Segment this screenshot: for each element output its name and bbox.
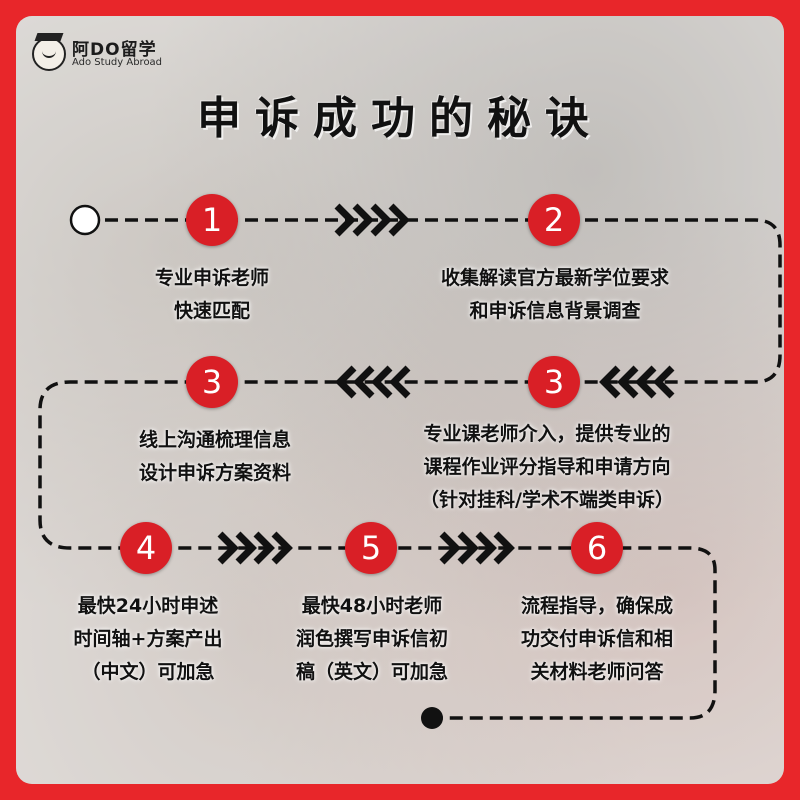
step-marker-6: 6 (571, 522, 623, 574)
step-marker-5: 5 (345, 522, 397, 574)
step-marker-3-right: 3 (528, 356, 580, 408)
step-marker-4: 4 (120, 522, 172, 574)
step-4-label: 最快24小时申述时间轴+方案产出（中文）可加急 (48, 590, 248, 689)
step-5-label: 最快48小时老师润色撰写申诉信初稿（英文）可加急 (272, 590, 472, 689)
step-marker-1: 1 (186, 194, 238, 246)
step-marker-2: 2 (528, 194, 580, 246)
step-marker-3-left: 3 (186, 356, 238, 408)
path-end-dot (421, 707, 443, 729)
chevrons-right-2 (220, 534, 288, 562)
step-3-left-label: 线上沟通梳理信息设计申诉方案资料 (100, 424, 330, 490)
step-1-label: 专业申诉老师快速匹配 (112, 262, 312, 328)
path-start-circle (71, 206, 99, 234)
step-2-label: 收集解读官方最新学位要求和申诉信息背景调查 (400, 262, 710, 328)
step-3-right-label: 专业课老师介入，提供专业的课程作业评分指导和申请方向（针对挂科/学术不端类申诉） (382, 418, 712, 517)
step-6-label: 流程指导，确保成功交付申诉信和相关材料老师问答 (497, 590, 697, 689)
